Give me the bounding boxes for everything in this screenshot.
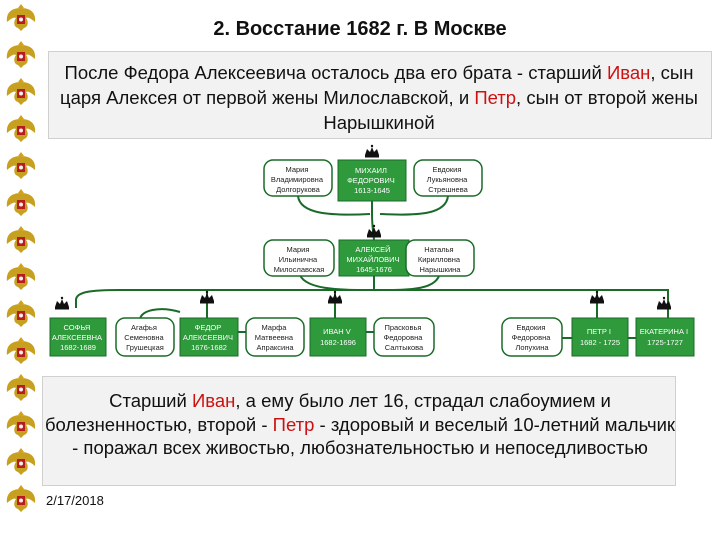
text-line: Агафья [131, 323, 157, 332]
slide-title: 2. Восстание 1682 г. В Москве [213, 18, 507, 40]
tree-node-spouse [405, 239, 475, 277]
text-line: Лопухина [515, 343, 549, 352]
summary-ivan: Иван [191, 390, 236, 411]
tree-node-text: СОФЬЯ АЛЕКСЕЕВНА 1682-1689 [52, 323, 104, 352]
intro-part3: , сын от второй жены Нарышкиной [323, 87, 698, 133]
text-line: 1645-1676 [356, 265, 392, 274]
crown-icon [200, 290, 214, 304]
text-line: 1682-1696 [320, 338, 356, 347]
text-line: Кирилловна [418, 255, 461, 264]
tree-node-text: Агафья Семеновна Грушецкая [124, 323, 166, 352]
text-line: Евдокия [516, 323, 545, 332]
tree-node-text: Мария Владимировна Долгорукова [271, 165, 325, 194]
text-line: Грушецкая [126, 343, 164, 352]
text-line: Нарышкина [420, 265, 462, 274]
text-line: ЕКАТЕРИНА I [640, 327, 688, 336]
text-line: МИХАИЛ [355, 166, 387, 175]
tree-node-ruler [635, 317, 695, 357]
intro-part1: После Федора Алексеевича осталось два ег… [64, 62, 607, 83]
tree-node-text: ФЕДОР АЛЕКСЕЕВИЧ 1676-1682 [183, 323, 235, 352]
tree-node-ruler [338, 239, 410, 277]
intro-box: После Федора Алексеевича осталось два ег… [48, 51, 712, 139]
intro-text: После Федора Алексеевича осталось два ег… [59, 60, 699, 135]
text-line: ФЕДОРОВИЧ [347, 176, 395, 185]
tree-node-text: ИВАН V 1682-1696 [320, 327, 356, 347]
tree-node-spouse [501, 317, 563, 357]
tree-node-spouse [263, 239, 335, 277]
text-line: 1676-1682 [191, 343, 227, 352]
text-line: АЛЕКСЕЕВНА [52, 333, 102, 342]
tree-node-text: Мария Ильинична Милославская [274, 245, 325, 274]
text-line: АЛЕКСЕЙ [355, 245, 390, 254]
summary-box: Старший Иван, а ему было лет 16, страдал… [42, 376, 676, 486]
tree-node-ruler [309, 317, 367, 357]
text-line: Матвеевна [255, 333, 294, 342]
text-line: АЛЕКСЕЕВИЧ [183, 333, 233, 342]
text-line: Лукьяновна [427, 175, 468, 184]
text-line: СОФЬЯ [64, 323, 91, 332]
text-line: Мария [285, 165, 308, 174]
tree-node-ruler [337, 159, 407, 202]
text-line: Марфа [261, 323, 287, 332]
text-line: Ильинична [279, 255, 318, 264]
tree-node-text: ПЕТР I 1682 - 1725 [580, 327, 620, 347]
text-line: Федоровна [512, 333, 552, 342]
text-line: 1613-1645 [354, 186, 390, 195]
text-line: Стрешнева [428, 185, 468, 194]
text-line: ФЕДОР [195, 323, 222, 332]
summary-part1: Старший [109, 390, 192, 411]
crown-icon [365, 144, 379, 158]
text-line: Милославская [274, 265, 325, 274]
tree-node-text: Наталья Кирилловна Нарышкина [418, 245, 462, 274]
tree-node-spouse [245, 317, 305, 357]
intro-petr: Петр [474, 87, 517, 108]
crown-icon [328, 290, 342, 304]
tree-node-spouse [413, 159, 483, 197]
text-line: Владимировна [271, 175, 324, 184]
text-line: ИВАН V [323, 327, 351, 336]
tree-node-ruler [571, 317, 629, 357]
text-line: Салтыкова [385, 343, 424, 352]
tree-node-ruler [179, 317, 239, 357]
text-line: Федоровна [384, 333, 424, 342]
tree-node-spouse [263, 159, 333, 197]
text-line: Наталья [424, 245, 453, 254]
summary-petr: Петр [272, 413, 315, 435]
tree-node-text: Евдокия Федоровна Лопухина [512, 323, 553, 352]
crown-icon [367, 224, 381, 238]
text-line: 1725-1727 [647, 338, 683, 347]
tree-node-spouse [115, 317, 175, 357]
text-line: Мария [286, 245, 309, 254]
text-line: ПЕТР I [587, 327, 611, 336]
tree-node-text: АЛЕКСЕЙ МИХАЙЛОВИЧ 1645-1676 [346, 245, 401, 274]
intro-ivan: Иван [606, 62, 651, 83]
tree-node-spouse [373, 317, 435, 357]
text-line: Апраксина [256, 343, 294, 352]
tree-node-ruler [49, 317, 107, 357]
text-line: 1682 - 1725 [580, 338, 620, 347]
text-line: МИХАЙЛОВИЧ [346, 255, 399, 264]
text-line: Семеновна [124, 333, 164, 342]
crown-icon [55, 296, 69, 310]
crown-icon [590, 290, 604, 304]
tree-node-text: Прасковья Федоровна Салтыкова [384, 323, 425, 352]
tree-node-text: МИХАИЛ ФЕДОРОВИЧ 1613-1645 [347, 166, 397, 195]
text-line: Долгорукова [276, 185, 321, 194]
text-line: 1682-1689 [60, 343, 96, 352]
slide-date: 2/17/2018 [46, 493, 104, 508]
summary-part2: , а ему было лет 16, страдал слабоумием … [44, 390, 611, 435]
summary-part3: - здоровый и веселый 10-летний мальчик -… [72, 413, 676, 459]
tree-node-text: Евдокия Лукьяновна Стрешнева [427, 165, 470, 194]
text-line: Прасковья [384, 323, 421, 332]
tree-node-text: ЕКАТЕРИНА I 1725-1727 [640, 327, 690, 347]
intro-part2: , сын царя Алексея от первой жены Милосл… [60, 62, 694, 108]
summary-text: Старший Иван, а ему было лет 16, страдал… [43, 389, 677, 460]
tree-node-text: Марфа Матвеевна Апраксина [255, 323, 295, 352]
text-line: Евдокия [432, 165, 461, 174]
